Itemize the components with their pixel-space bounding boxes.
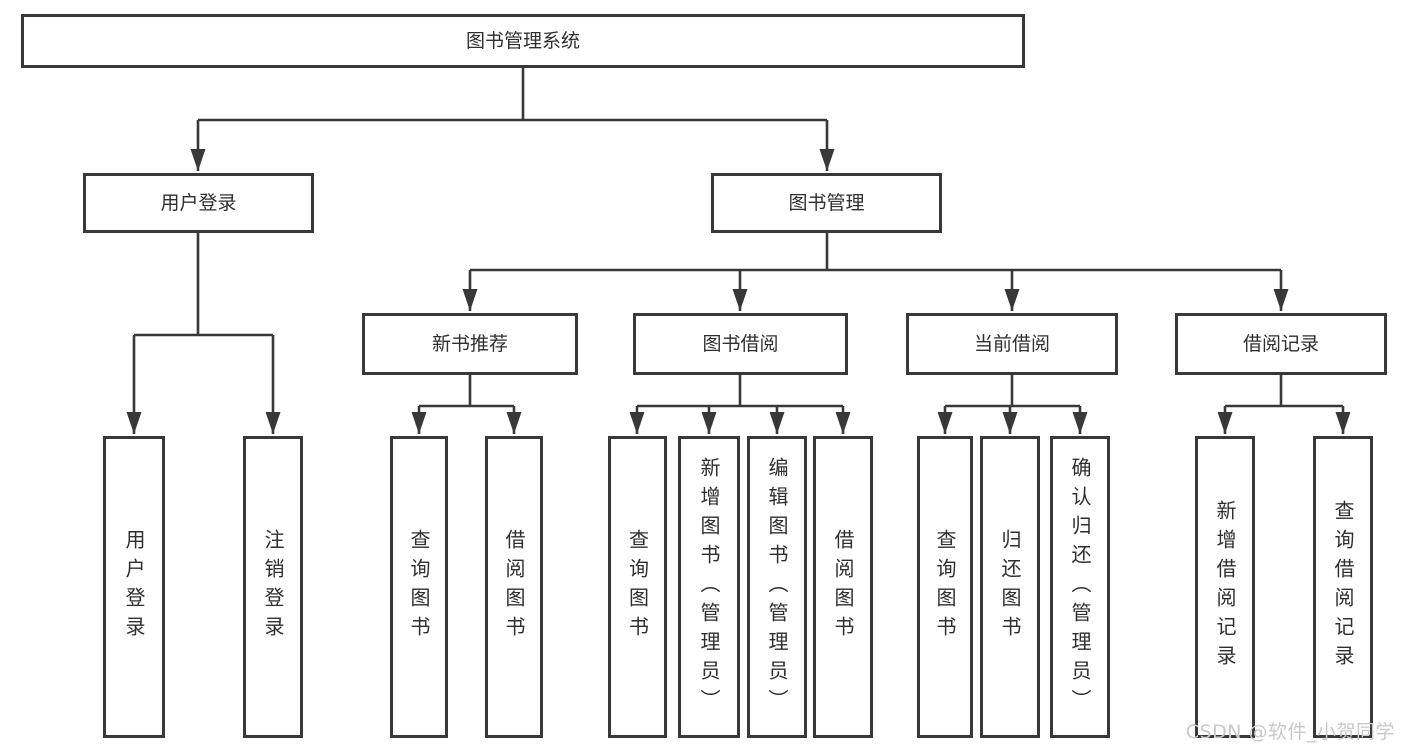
leaf-label: 借阅图书: [831, 529, 855, 645]
node-leaf-borrow-books-recommend: 借阅图书: [485, 436, 543, 738]
node-book-borrowing: 图书借阅: [633, 313, 848, 375]
node-leaf-query-books-current: 查询图书: [917, 436, 973, 738]
node-leaf-confirm-return-admin: 确认归还（管理员）: [1050, 436, 1110, 738]
leaf-label: 查询图书: [407, 529, 431, 645]
leaf-label: 借阅图书: [502, 529, 526, 645]
node-leaf-logout: 注销登录: [243, 436, 303, 738]
node-leaf-user-login: 用户登录: [103, 436, 165, 738]
leaf-label: 确认归还（管理员）: [1068, 456, 1092, 718]
node-current-borrowing: 当前借阅: [906, 313, 1118, 375]
node-new-book-recommend: 新书推荐: [362, 313, 578, 375]
leaf-label: 查询图书: [625, 529, 650, 645]
leaf-label: 用户登录: [122, 529, 146, 645]
leaf-label: 注销登录: [261, 529, 285, 645]
node-library-system: 图书管理系统: [21, 14, 1025, 68]
leaf-label: 查询借阅记录: [1331, 500, 1355, 674]
node-leaf-query-borrow-record: 查询借阅记录: [1313, 436, 1373, 738]
node-user-login: 用户登录: [83, 173, 314, 233]
leaf-label: 新增图书（管理员）: [697, 456, 721, 718]
leaf-label: 查询图书: [933, 529, 957, 645]
leaf-label: 归还图书: [998, 529, 1022, 645]
node-leaf-query-books-recommend: 查询图书: [390, 436, 448, 738]
leaf-label: 新增借阅记录: [1213, 500, 1237, 674]
node-leaf-query-books-borrow: 查询图书: [608, 436, 667, 738]
leaf-label: 编辑图书（管理员）: [765, 456, 789, 718]
node-leaf-edit-books-admin: 编辑图书（管理员）: [747, 436, 807, 738]
node-leaf-add-books-admin: 新增图书（管理员）: [678, 436, 740, 738]
node-leaf-borrow-books: 借阅图书: [813, 436, 873, 738]
node-book-management: 图书管理: [711, 173, 942, 233]
node-borrow-records: 借阅记录: [1175, 313, 1387, 375]
node-leaf-return-books: 归还图书: [980, 436, 1040, 738]
node-leaf-add-borrow-record: 新增借阅记录: [1195, 436, 1255, 738]
